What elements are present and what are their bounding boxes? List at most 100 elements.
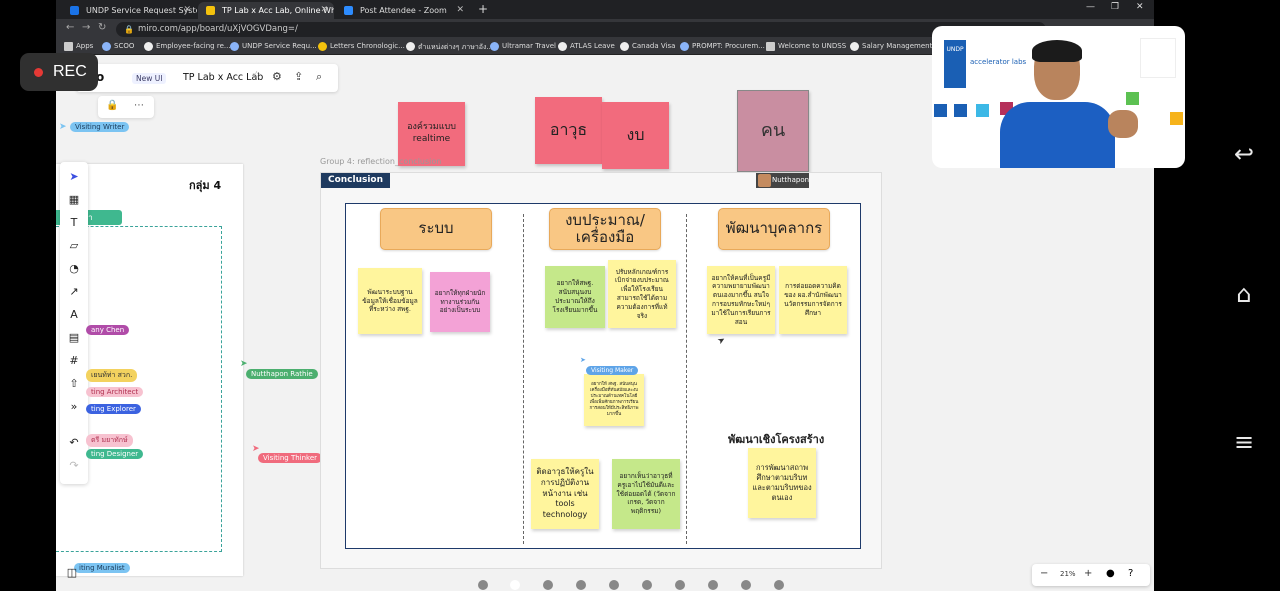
bookmark-item[interactable]: Employee-facing re... xyxy=(144,42,231,51)
sidebar-toggle-icon[interactable]: ◫ xyxy=(66,566,78,579)
bookmark-item[interactable]: Letters Chronologic... xyxy=(318,42,405,51)
redo-icon[interactable]: ↷ xyxy=(69,459,79,472)
home-nav-icon[interactable]: ⌂ xyxy=(1236,280,1252,308)
reload-icon[interactable]: ↻ xyxy=(98,22,107,33)
maximize-icon[interactable]: ❐ xyxy=(1111,2,1120,12)
carousel-dot[interactable] xyxy=(675,580,685,590)
partner-logo xyxy=(1140,38,1176,78)
close-tab-icon[interactable]: ✕ xyxy=(183,5,191,15)
bookmark-item[interactable]: Apps xyxy=(64,42,93,51)
sticky-note[interactable]: อยากให้คนที่เป็นครูมีความพยายามพัฒนาตนเอ… xyxy=(707,266,775,334)
bookmark-item[interactable]: ATLAS Leave xyxy=(558,42,615,51)
close-tab-icon[interactable]: ✕ xyxy=(320,5,328,15)
presenter-video xyxy=(1000,40,1138,168)
zoom-level[interactable]: 21% xyxy=(1060,570,1076,578)
select-tool-icon[interactable]: ➤ xyxy=(69,170,79,183)
carousel-dot[interactable] xyxy=(543,580,553,590)
carousel-dot[interactable] xyxy=(642,580,652,590)
sticky-note[interactable]: พัฒนาระบบฐานข้อมูลให้เชื่อมข้อมูลที่ระหว… xyxy=(358,268,422,334)
close-tab-icon[interactable]: ✕ xyxy=(456,5,464,15)
shapes-icon[interactable]: ◔ xyxy=(69,262,79,275)
tab-zoom[interactable]: Post Attendee - Zoom ✕ xyxy=(336,2,470,19)
carousel-dot[interactable] xyxy=(478,580,488,590)
carousel-dot[interactable] xyxy=(510,580,520,590)
search-icon[interactable]: ⌕ xyxy=(316,70,323,83)
comment-icon[interactable]: ▤ xyxy=(68,331,80,344)
bookmark-item[interactable]: PROMPT: Procurem... xyxy=(680,42,765,51)
bookmark-item[interactable]: Ultramar Travel xyxy=(490,42,556,51)
sticky-note[interactable]: การพัฒนาสถาพศึกษาตามบริบทและตามบริบทของต… xyxy=(748,448,816,518)
forward-icon[interactable]: → xyxy=(82,22,91,33)
sticky-note[interactable]: อาวุธ xyxy=(535,97,602,164)
export-icon[interactable]: ⇪ xyxy=(294,70,304,83)
header-note-personnel[interactable]: พัฒนาบุคลากร xyxy=(718,208,830,250)
sticky-note[interactable]: อยากเห็นว่าอาวุธที่ครูเอาไปใช้มันดีและใช… xyxy=(612,459,680,529)
sticky-note[interactable]: อยากให้สพฐ. สนับสนุนงบประมาณให้ถึงโรงเรี… xyxy=(545,266,605,328)
miro-logo[interactable]: o xyxy=(96,70,105,84)
back-nav-icon[interactable]: ↩ xyxy=(1233,140,1255,168)
avatar xyxy=(758,174,771,187)
minimize-icon[interactable]: — xyxy=(1086,2,1095,12)
conclusion-frame[interactable]: Conclusion Nutthapon ระบบ งบประมาณ/เครื่… xyxy=(320,172,882,590)
header-note-system[interactable]: ระบบ xyxy=(380,208,492,250)
bookmark-item[interactable]: Salary Management xyxy=(850,42,932,51)
conclusion-panel: ระบบ งบประมาณ/เครื่องมือ พัฒนาบุคลากร พั… xyxy=(345,203,861,590)
lock-icon: 🔒 xyxy=(124,25,134,34)
carousel-dot[interactable] xyxy=(609,580,619,590)
table-tool-icon[interactable]: ▦ xyxy=(68,193,80,206)
menu-nav-icon[interactable]: ≡ xyxy=(1233,428,1255,456)
carousel-dot[interactable] xyxy=(741,580,751,590)
back-icon[interactable]: ← xyxy=(66,22,75,33)
bookmark-item[interactable]: Canada Visa xyxy=(620,42,675,51)
close-window-icon[interactable]: ✕ xyxy=(1136,2,1144,12)
undo-icon[interactable]: ↶ xyxy=(69,436,79,449)
sticky-note-image[interactable]: คน xyxy=(737,90,809,172)
upload-icon[interactable]: ⇧ xyxy=(69,377,79,390)
more-tools-icon[interactable]: » xyxy=(70,400,78,413)
lock-icon[interactable]: 🔒 xyxy=(106,100,119,111)
bookmark-item[interactable]: ตำแหน่งต่างๆ ภาษาอัง... xyxy=(406,42,493,53)
video-overlay[interactable]: UNDP accelerator labs xyxy=(932,26,1185,168)
help-icon[interactable]: ? xyxy=(1128,568,1134,579)
new-tab-icon[interactable]: + xyxy=(478,2,489,16)
tab-title: TP Lab x Acc Lab, Online Whiteb... xyxy=(222,6,334,15)
sticky-note-icon[interactable]: ▱ xyxy=(69,239,79,252)
carousel-dot[interactable] xyxy=(576,580,586,590)
frame-icon[interactable]: # xyxy=(69,354,79,367)
tab-bar: UNDP Service Request System ✕ TP Lab x A… xyxy=(56,0,1154,19)
bookmark-item[interactable]: UNDP Service Requ... xyxy=(230,42,317,51)
sticky-note[interactable]: อยากให้ สพฐ. สนับสนุนเครื่องมือที่ทันสมั… xyxy=(584,374,644,426)
tab-miro[interactable]: TP Lab x Acc Lab, Online Whiteb... ✕ xyxy=(198,2,334,19)
bookmark-icon xyxy=(680,42,689,51)
pen-icon[interactable]: A xyxy=(70,308,78,321)
tab-undp-service[interactable]: UNDP Service Request System ✕ xyxy=(62,2,197,19)
star-icon[interactable]: ☆ xyxy=(252,70,261,81)
miro-canvas[interactable]: o New UI TP Lab x Acc Lab ☆ ⚙ ⇪ ⌕ 🔒 ⋯ ➤ … xyxy=(56,56,1154,591)
bookmark-item[interactable]: SCOO xyxy=(102,42,134,51)
hand-icon[interactable]: ● xyxy=(1106,568,1115,579)
carousel-dot[interactable] xyxy=(708,580,718,590)
board-name[interactable]: TP Lab x Acc Lab xyxy=(183,72,264,83)
carousel-dot[interactable] xyxy=(774,580,784,590)
sticky-note[interactable]: ติดอาวุธให้ครูในการปฏิบัติงานหน้างาน เช่… xyxy=(531,459,599,529)
sticky-note[interactable]: การต่อยอดความคิดของ ผอ.สำนักพัฒนานวัตกรร… xyxy=(779,266,847,334)
url-field[interactable]: 🔒 miro.com/app/board/uXjVOGVDang=/ xyxy=(116,22,1046,37)
address-bar: ← → ↻ 🔒 miro.com/app/board/uXjVOGVDang=/ xyxy=(56,19,1154,40)
zoom-out-icon[interactable]: − xyxy=(1040,568,1049,579)
sticky-note[interactable]: ปรับหลักเกณฑ์การเบิกจ่ายงบประมาณเพื่อให้… xyxy=(608,260,676,328)
bookmark-item[interactable]: Welcome to UNDSS xyxy=(766,42,846,51)
zoom-in-icon[interactable]: + xyxy=(1084,568,1093,579)
connector-icon[interactable]: ↗ xyxy=(69,285,79,298)
decor-square xyxy=(1126,92,1139,105)
sticky-note[interactable]: องค์รวมแบบ realtime xyxy=(398,102,465,166)
more-icon[interactable]: ⋯ xyxy=(134,100,144,111)
text-tool-icon[interactable]: T xyxy=(70,216,78,229)
apps-icon xyxy=(64,42,73,51)
sticky-note[interactable]: งบ xyxy=(602,102,669,169)
new-ui-badge[interactable]: New UI xyxy=(132,73,167,84)
settings-icon[interactable]: ⚙ xyxy=(272,70,282,83)
left-toolbar: ➤ ▦ T ▱ ◔ ↗ A ▤ # ⇧ » ↶ ↷ xyxy=(60,162,88,484)
header-note-budget[interactable]: งบประมาณ/เครื่องมือ xyxy=(549,208,661,250)
cursor-label: Visiting Thinker xyxy=(258,453,323,463)
sticky-note[interactable]: อยากให้ทุกฝ่ายนักทางานร่วมกันอย่างเป็นระ… xyxy=(430,272,490,332)
